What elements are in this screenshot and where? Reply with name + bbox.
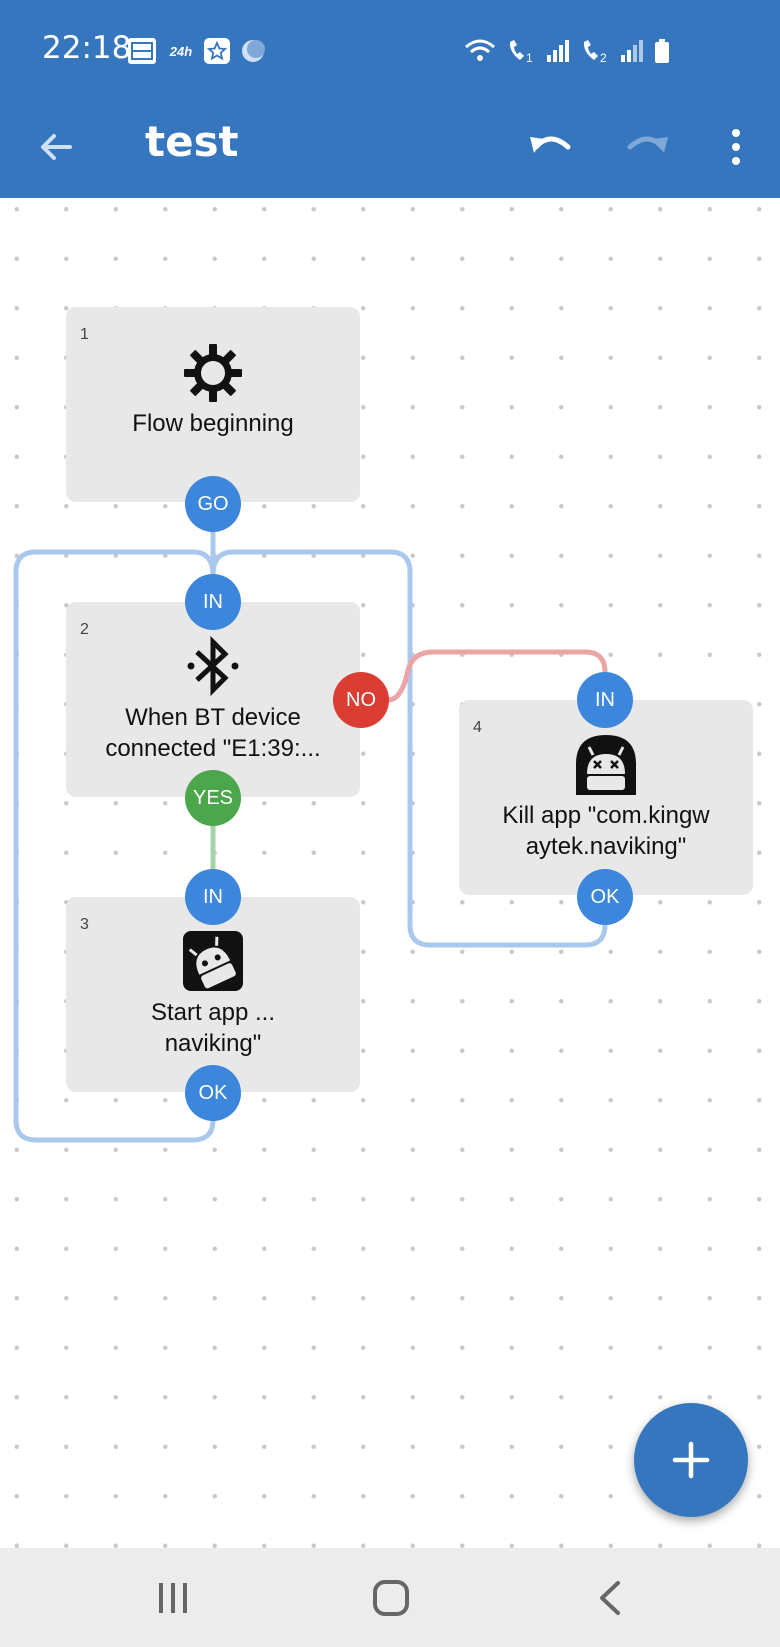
node-label: Flow beginning <box>132 410 294 437</box>
flow-node-4[interactable]: 4 Kill app "com.kingw aytek.naviking" <box>459 700 753 895</box>
home-icon <box>373 1580 409 1616</box>
node-label-line2: connected "E1:39:... <box>105 735 321 762</box>
undo-button[interactable] <box>520 115 580 175</box>
redo-icon <box>627 136 668 153</box>
volte-call-2-icon: 2 <box>583 40 607 64</box>
node-label-line2: aytek.naviking" <box>525 833 687 860</box>
port-in[interactable]: IN <box>185 869 241 925</box>
home-button[interactable] <box>361 1568 421 1628</box>
signal-1-icon <box>547 40 569 62</box>
more-options-button[interactable] <box>706 117 766 177</box>
24h-icon: 24h <box>169 43 193 59</box>
recent-apps-button[interactable] <box>143 1568 203 1628</box>
more-vert-icon <box>732 129 740 165</box>
moon-icon <box>240 38 266 64</box>
status-right-icons: 1 2 <box>464 38 670 64</box>
node-number: 2 <box>80 621 89 638</box>
system-nav-bar <box>0 1548 780 1647</box>
status-time: 22:18 <box>42 30 132 66</box>
node-label-line1: Start app ... <box>150 999 276 1026</box>
node-number: 4 <box>473 719 482 736</box>
status-bar: 22:18 24h 1 2 <box>0 0 780 95</box>
page-title: test <box>145 117 239 166</box>
port-ok[interactable]: OK <box>577 869 633 925</box>
bluetooth-icon <box>187 636 239 696</box>
back-button[interactable] <box>26 117 86 177</box>
port-go[interactable]: GO <box>185 476 241 532</box>
flow-node-1[interactable]: 1 Flow beginning <box>66 307 360 502</box>
android-kill-icon <box>576 735 636 795</box>
port-in[interactable]: IN <box>185 574 241 630</box>
node-label-line1: Kill app "com.kingw <box>502 802 710 829</box>
plus-icon <box>672 1441 710 1479</box>
redo-button[interactable] <box>618 115 678 175</box>
back-icon <box>600 1581 620 1615</box>
svg-text:2: 2 <box>600 51 607 64</box>
battery-icon <box>655 39 669 63</box>
undo-icon <box>530 136 571 153</box>
node-label-line2: naviking" <box>164 1030 262 1057</box>
node-number: 1 <box>80 326 89 343</box>
back-nav-button[interactable] <box>580 1568 640 1628</box>
flow-node-2[interactable]: 2 When BT device connected "E1:39:... <box>66 602 360 797</box>
volte-call-1-icon: 1 <box>509 40 533 64</box>
gear-icon <box>184 344 242 402</box>
arrow-left-icon <box>41 134 72 160</box>
port-in[interactable]: IN <box>577 672 633 728</box>
app-bar: test <box>0 95 780 198</box>
wifi-icon <box>465 39 495 61</box>
star-app-icon <box>204 38 230 64</box>
port-ok[interactable]: OK <box>185 1065 241 1121</box>
add-block-button[interactable] <box>634 1403 748 1517</box>
node-number: 3 <box>80 916 89 933</box>
flow-node-3[interactable]: 3 Start app ... naviking" <box>66 897 360 1092</box>
mms-icon <box>128 38 156 64</box>
port-no[interactable]: NO <box>333 672 389 728</box>
node-label-line1: When BT device <box>125 704 301 731</box>
signal-2-icon <box>621 40 643 62</box>
android-start-icon <box>183 931 243 991</box>
svg-text:1: 1 <box>526 51 533 64</box>
port-yes[interactable]: YES <box>185 770 241 826</box>
recent-apps-icon <box>159 1583 187 1613</box>
